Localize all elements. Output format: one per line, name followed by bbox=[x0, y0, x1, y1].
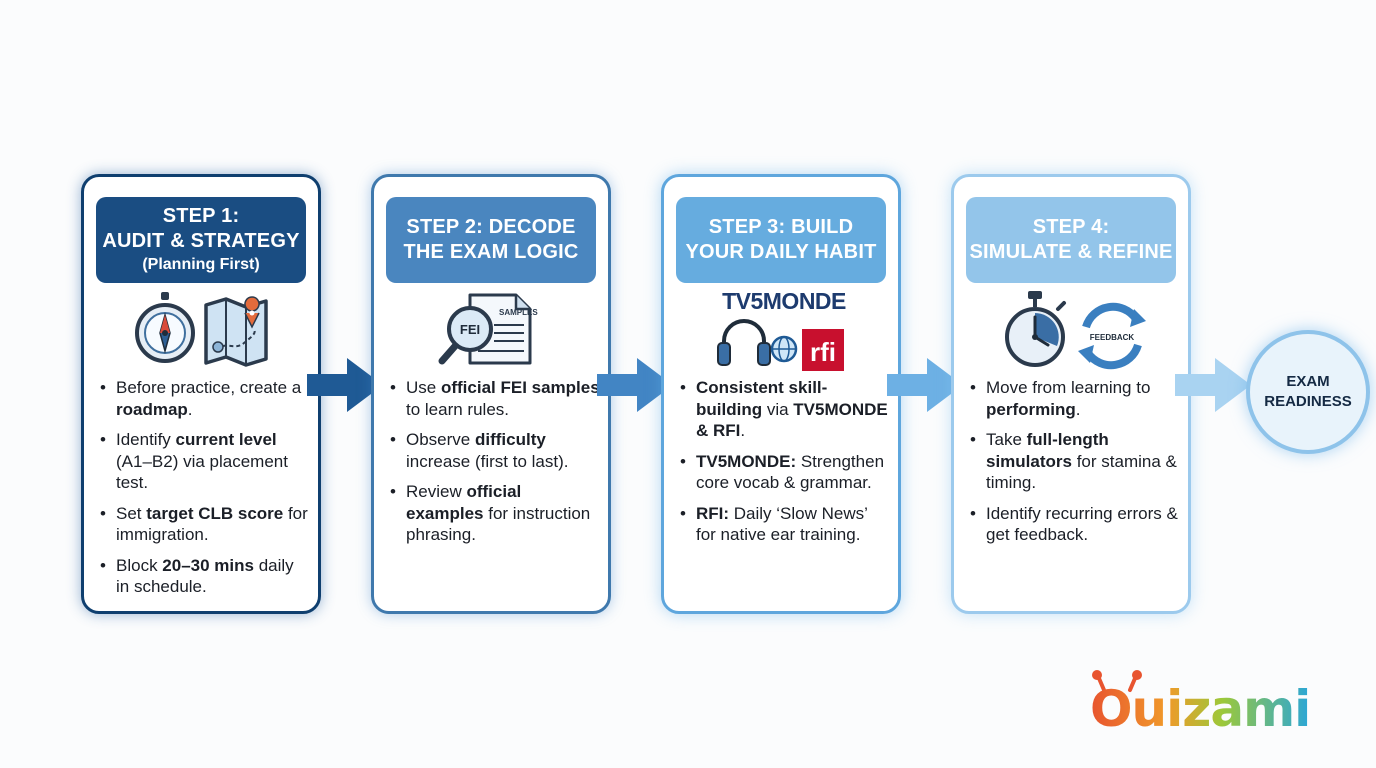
antenna-icon bbox=[1092, 670, 1142, 692]
step-3-bullet-1: Consistent skill-building via TV5MONDE &… bbox=[678, 377, 890, 442]
step-3-card: STEP 3: BUILD YOUR DAILY HABIT TV5MONDE … bbox=[661, 174, 901, 614]
step-2-title-line1: STEP 2: DECODE bbox=[406, 216, 576, 238]
step-1-subtitle: (Planning First) bbox=[142, 256, 260, 273]
step-4-bullet-1: Move from learning to performing. bbox=[968, 377, 1180, 420]
step-4-icons: FEEDBACK bbox=[954, 289, 1188, 370]
step-4-title-line1: STEP 4: bbox=[1032, 216, 1110, 238]
rfi-logo: rfi bbox=[802, 329, 844, 371]
tv5monde-logo: TV5MONDE bbox=[722, 289, 846, 314]
step-4-card: STEP 4: SIMULATE & REFINE FEEDBACK bbox=[951, 174, 1191, 614]
step-3-title-line1: STEP 3: BUILD bbox=[708, 216, 854, 238]
step-3-title-line2: YOUR DAILY HABIT bbox=[685, 241, 877, 263]
svg-text:rfi: rfi bbox=[810, 337, 836, 367]
step-1-icons bbox=[84, 289, 318, 369]
arrow-right-icon bbox=[597, 358, 673, 412]
svg-text:FEEDBACK: FEEDBACK bbox=[1090, 333, 1135, 342]
step-3-bullet-3: RFI: Daily ‘Slow News’ for native ear tr… bbox=[678, 503, 890, 546]
step-1-title-line1: STEP 1: bbox=[162, 205, 240, 227]
svg-text:SAMPLES: SAMPLES bbox=[499, 308, 538, 317]
arrow-right-icon bbox=[307, 358, 383, 412]
headphones-icon bbox=[717, 319, 771, 366]
step-2-bullet-3: Review official examples for instruction… bbox=[388, 481, 600, 546]
step-4-bullet-3: Identify recurring errors & get feedback… bbox=[968, 503, 1180, 546]
step-1-bullet-4: Block 20–30 mins daily in schedule. bbox=[98, 555, 310, 598]
globe-icon bbox=[770, 335, 798, 363]
step-2-header: STEP 2: DECODE THE EXAM LOGIC bbox=[386, 197, 596, 283]
step-1-title-line2: AUDIT & STRATEGY bbox=[102, 230, 300, 252]
svg-text:FEI: FEI bbox=[460, 322, 480, 337]
magnifying-glass-icon: FEI bbox=[438, 306, 493, 365]
compass-icon bbox=[135, 292, 195, 363]
step-2-bullet-2: Observe difficulty increase (first to la… bbox=[388, 429, 600, 472]
step-4-bullets: Move from learning to performing. Take f… bbox=[968, 377, 1180, 555]
step-2-title-line2: THE EXAM LOGIC bbox=[403, 241, 579, 263]
step-1-header: STEP 1: AUDIT & STRATEGY (Planning First… bbox=[96, 197, 306, 283]
svg-text:Ouizami: Ouizami bbox=[1090, 680, 1310, 738]
step-1-bullet-2: Identify current level (A1–B2) via place… bbox=[98, 429, 310, 494]
step-4-title-line2: SIMULATE & REFINE bbox=[969, 241, 1173, 263]
step-1-bullet-1: Before practice, create a roadmap. bbox=[98, 377, 310, 420]
step-3-icons: TV5MONDE rfi bbox=[664, 288, 898, 371]
step-2-bullets: Use official FEI samples to learn rules.… bbox=[388, 377, 600, 555]
ouizami-logo: Ouizami bbox=[1090, 668, 1350, 738]
step-4-header: STEP 4: SIMULATE & REFINE bbox=[966, 197, 1176, 283]
step-3-bullet-2: TV5MONDE: Strengthen core vocab & gramma… bbox=[678, 451, 890, 494]
arrow-right-icon bbox=[887, 358, 963, 412]
step-1-bullet-3: Set target CLB score for immigration. bbox=[98, 503, 310, 546]
step-3-header: STEP 3: BUILD YOUR DAILY HABIT bbox=[676, 197, 886, 283]
step-2-bullet-1: Use official FEI samples to learn rules. bbox=[388, 377, 600, 420]
step-2-icons: SAMPLES FEI bbox=[374, 289, 608, 369]
stopwatch-icon bbox=[1005, 291, 1066, 367]
feedback-cycle-icon: FEEDBACK bbox=[1078, 302, 1146, 370]
step-1-card: STEP 1: AUDIT & STRATEGY (Planning First… bbox=[81, 174, 321, 614]
step-2-card: STEP 2: DECODE THE EXAM LOGIC SAMPLES FE… bbox=[371, 174, 611, 614]
step-1-bullets: Before practice, create a roadmap. Ident… bbox=[98, 377, 310, 607]
step-3-bullets: Consistent skill-building via TV5MONDE &… bbox=[678, 377, 890, 555]
step-4-bullet-2: Take full-length simulators for stamina … bbox=[968, 429, 1180, 494]
arrow-right-icon bbox=[1175, 358, 1251, 412]
map-route-icon bbox=[204, 296, 268, 367]
